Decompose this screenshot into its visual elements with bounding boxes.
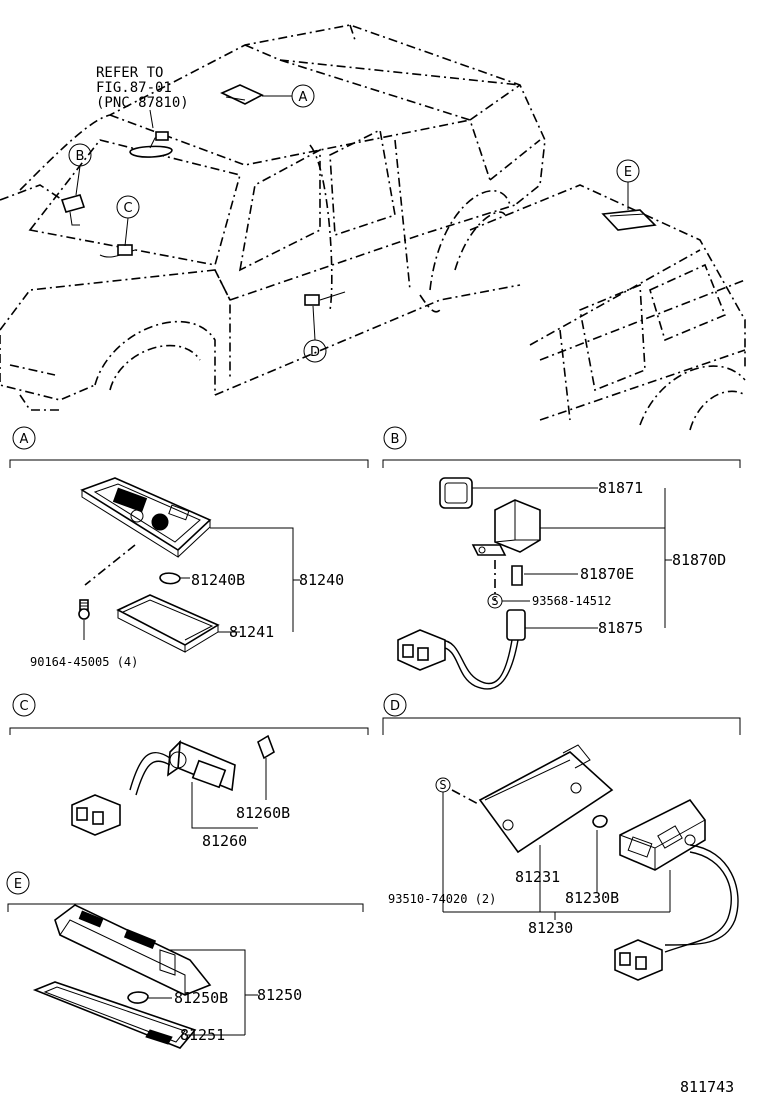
callout-b-label: B [76, 149, 85, 164]
part-93510-label: 93510-74020 (2) [388, 892, 496, 906]
section-b: B S 81871 81870D 81870E 9356 [382, 426, 741, 690]
overview-callouts: A B C D E REFER TO FIG.87-01 (PNC 87810) [68, 65, 640, 363]
refer-note-line3: (PNC 87810) [96, 95, 189, 111]
section-e-badge: E [14, 877, 22, 892]
callout-a-label: A [299, 90, 308, 105]
part-81230-label: 81230 [528, 919, 573, 937]
section-e: E 81250B 81250 81251 [6, 871, 364, 1049]
section-a: A 81240B 81240 81241 90164-45005 (4) [9, 426, 369, 669]
section-a-badge: A [20, 432, 29, 447]
section-b-badge: B [391, 432, 400, 447]
part-81871-label: 81871 [598, 479, 643, 497]
part-81230b-label: 81230B [565, 889, 619, 907]
callout-e-label: E [624, 165, 632, 180]
section-b-s-badge: S [491, 594, 498, 608]
diagram-id-label: 811743 [680, 1078, 734, 1096]
section-d-s-badge: S [439, 778, 446, 792]
wagon-illustration [469, 184, 746, 431]
part-81250b-label: 81250B [174, 989, 228, 1007]
part-81240-label: 81240 [299, 571, 344, 589]
part-93568-label: 93568-14512 [532, 594, 611, 608]
callout-c-label: C [123, 201, 132, 216]
section-c-badge: C [19, 699, 28, 714]
part-81870d-label: 81870D [672, 551, 726, 569]
section-c: C 81260B 81260 [9, 693, 369, 850]
part-81250-label: 81250 [257, 986, 302, 1004]
callout-d-label: D [310, 345, 320, 360]
section-d: D S 81231 93510-74020 (2) [382, 693, 741, 981]
part-81260-label: 81260 [202, 832, 247, 850]
part-81260b-label: 81260B [236, 804, 290, 822]
part-81870e-label: 81870E [580, 565, 634, 583]
section-d-badge: D [390, 699, 400, 714]
truck-illustration [0, 24, 546, 411]
part-90164-label: 90164-45005 (4) [30, 655, 138, 669]
refer-note-line1: REFER TO [96, 65, 163, 81]
part-81875-label: 81875 [598, 619, 643, 637]
part-81241-label: 81241 [229, 623, 274, 641]
part-81251-label: 81251 [180, 1026, 225, 1044]
refer-note-line2: FIG.87-01 [96, 80, 172, 96]
part-81231-label: 81231 [515, 868, 560, 886]
part-81240b-label: 81240B [191, 571, 245, 589]
